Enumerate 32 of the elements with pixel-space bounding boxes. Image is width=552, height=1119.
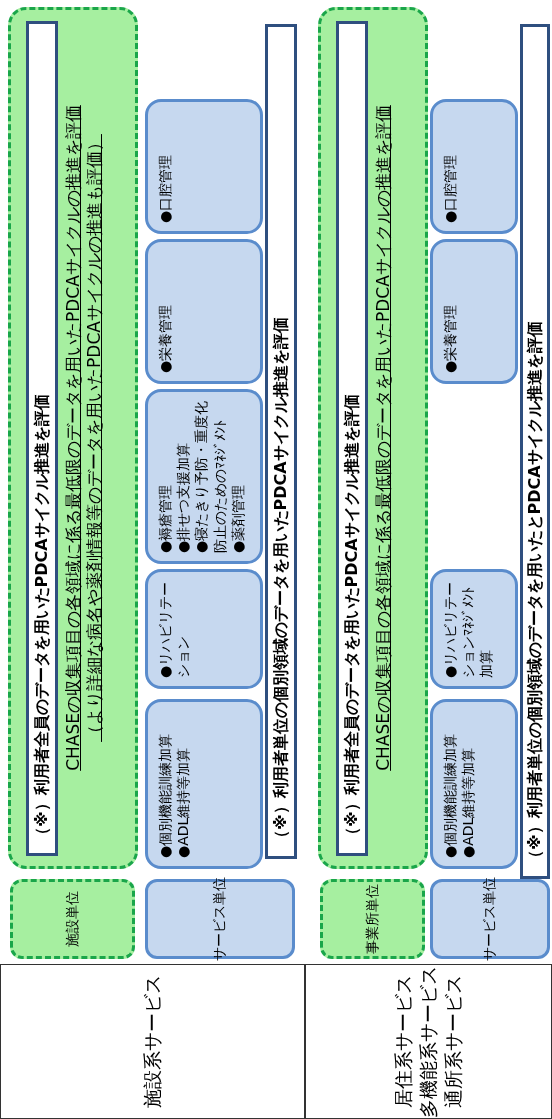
item-card: ●口腔管理 — [430, 99, 518, 234]
bullet-item: ●排せつ支援加算 — [174, 441, 193, 553]
item-card — [430, 699, 518, 869]
evaluation-bar: （※）利用者単位の個別領域のデータを用いたPDCAサイクル推進を評価 — [265, 24, 297, 859]
category-text: 通所系サービス — [440, 975, 465, 1108]
bullet-item: ●寝たきり予防・重度化防止のためのﾏﾈｼﾞﾒﾝﾄ — [192, 400, 229, 553]
unit-label: サービス単位 — [145, 879, 295, 959]
category-cell — [305, 964, 552, 1119]
evaluation-bar: （※）利用者単位の個別領域のデータを用いたとPDCAサイクル推進を評価 — [520, 24, 550, 879]
item-card — [145, 699, 263, 869]
bullet-item: ●個別機能訓練加算 — [441, 732, 459, 858]
category-text: 居住系サービス — [391, 975, 416, 1108]
unit-label: 事業所単位 — [320, 879, 425, 959]
evaluation-bar: （※）利用者全員のデータを用いたPDCAサイクル推進を評価 — [336, 21, 368, 856]
unit-label: サービス単位 — [430, 879, 550, 959]
bullet-item: ●ADL維持等加算 — [174, 746, 193, 858]
item-card: ●口腔管理 — [145, 99, 263, 234]
evaluation-bar: （※）利用者全員のデータを用いたPDCAサイクル推進を評価 — [26, 21, 58, 856]
item-card: ●栄養管理 — [145, 239, 263, 384]
bullet-item: ●ADL維持等加算 — [459, 746, 478, 858]
category-cell: 施設系サービス — [0, 964, 305, 1119]
item-card: ●リハビリテーションﾏﾈｼﾞﾒﾝﾄ加算 — [430, 569, 518, 689]
bullet-item: ●褥瘡管理 — [156, 483, 174, 553]
category-text: 多機能系サービス — [416, 965, 441, 1118]
evaluation-panel — [8, 7, 138, 869]
item-card: ●栄養管理 — [430, 239, 518, 384]
unit-label: 施設単位 — [10, 879, 135, 959]
bullet-item: ●薬剤管理 — [228, 483, 247, 553]
evaluation-panel — [318, 7, 428, 869]
item-card: ●リハビリテーション — [145, 569, 263, 689]
bullet-item: ●個別機能訓練加算 — [156, 732, 174, 858]
item-card — [145, 389, 263, 564]
